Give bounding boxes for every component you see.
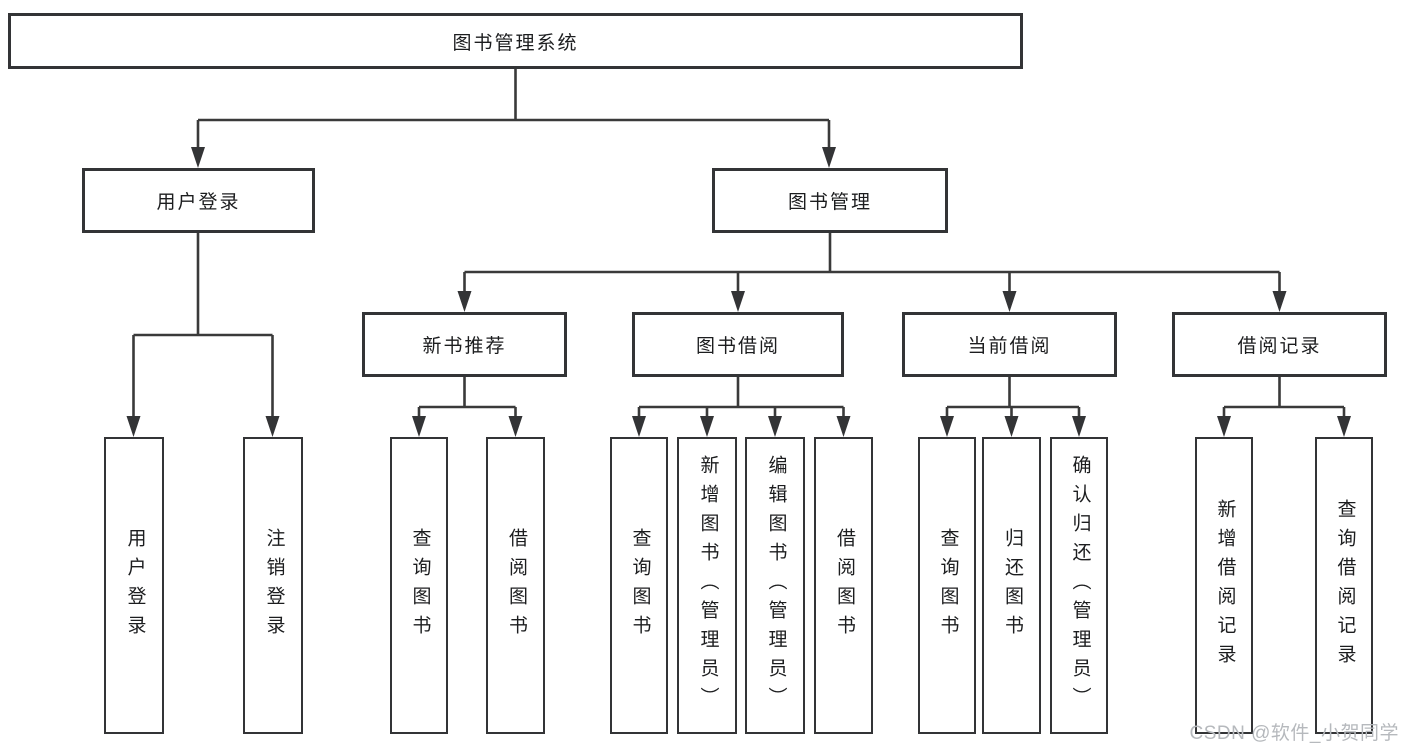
leaf-query-borrow-record: 查询借阅记录 — [1315, 437, 1373, 734]
leaf-recommend-query-books: 查询图书 — [390, 437, 448, 734]
node-new-book-recommend: 新书推荐 — [362, 312, 567, 377]
leaf-edit-books-admin: 编辑图书（管理员） — [745, 437, 805, 734]
node-root-system: 图书管理系统 — [8, 13, 1023, 69]
leaf-borrowing-borrow-books: 借阅图书 — [814, 437, 873, 734]
arrowheads — [126, 147, 1351, 437]
leaf-add-borrow-record: 新增借阅记录 — [1195, 437, 1253, 734]
node-book-management: 图书管理 — [712, 168, 948, 233]
leaf-current-query-books: 查询图书 — [918, 437, 976, 734]
node-current-borrowing: 当前借阅 — [902, 312, 1117, 377]
node-borrowing-records: 借阅记录 — [1172, 312, 1387, 377]
node-user-login: 用户登录 — [82, 168, 315, 233]
leaf-confirm-return-admin: 确认归还（管理员） — [1050, 437, 1108, 734]
leaf-return-books: 归还图书 — [982, 437, 1041, 734]
leaf-logout: 注销登录 — [243, 437, 303, 734]
node-book-borrowing: 图书借阅 — [632, 312, 844, 377]
leaf-borrowing-query-books: 查询图书 — [610, 437, 668, 734]
csdn-watermark: CSDN @软件_小贺同学 — [1189, 723, 1399, 744]
leaf-add-books-admin: 新增图书（管理员） — [677, 437, 737, 734]
leaf-recommend-borrow-books: 借阅图书 — [486, 437, 545, 734]
leaf-user-login: 用户登录 — [104, 437, 164, 734]
